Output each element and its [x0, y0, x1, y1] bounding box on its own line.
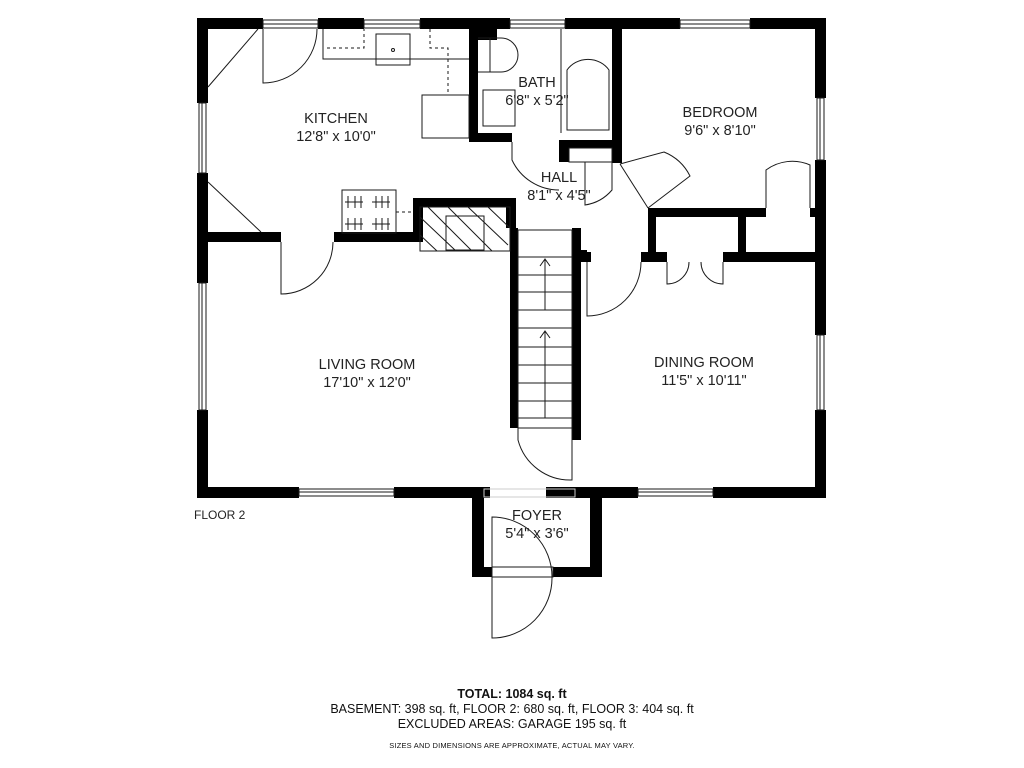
floor-label: FLOOR 2 — [194, 508, 246, 522]
room-name: HALL — [540, 170, 578, 186]
room-label-kitchen: KITCHEN 12'8" x 10'0" — [296, 110, 376, 146]
room-label-hall: HALL 8'1" x 4'5" — [527, 169, 590, 205]
room-name: KITCHEN — [304, 111, 368, 127]
room-name: BATH — [518, 75, 556, 91]
room-name: BEDROOM — [682, 105, 758, 121]
room-label-dining-room: DINING ROOM 11'5" x 10'11" — [654, 354, 754, 390]
room-name: LIVING ROOM — [318, 357, 416, 373]
room-dimensions: 12'8" x 10'0" — [296, 129, 376, 145]
room-name: FOYER — [512, 508, 562, 524]
room-name: DINING ROOM — [654, 355, 754, 371]
room-dimensions: 5'4" x 3'6" — [505, 526, 569, 542]
room-dimensions: 11'5" x 10'11" — [661, 373, 747, 389]
disclaimer: SIZES AND DIMENSIONS ARE APPROXIMATE, AC… — [389, 741, 635, 750]
excluded-areas: EXCLUDED AREAS: GARAGE 195 sq. ft — [397, 717, 627, 731]
room-label-bath: BATH 6'8" x 5'2" — [505, 74, 568, 110]
room-dimensions: 17'10" x 12'0" — [323, 375, 411, 391]
total-area: TOTAL: 1084 sq. ft — [457, 687, 567, 701]
room-label-bedroom: BEDROOM 9'6" x 8'10" — [683, 104, 758, 140]
area-breakdown: BASEMENT: 398 sq. ft, FLOOR 2: 680 sq. f… — [330, 702, 694, 716]
walls — [197, 18, 826, 577]
room-dimensions: 6'8" x 5'2" — [505, 93, 569, 109]
room-label-living-room: LIVING ROOM 17'10" x 12'0" — [319, 356, 416, 392]
room-label-foyer: FOYER 5'4" x 3'6" — [505, 507, 568, 543]
room-dimensions: 8'1" x 4'5" — [527, 188, 591, 204]
room-dimensions: 9'6" x 8'10" — [684, 123, 756, 139]
fixtures — [198, 19, 825, 639]
